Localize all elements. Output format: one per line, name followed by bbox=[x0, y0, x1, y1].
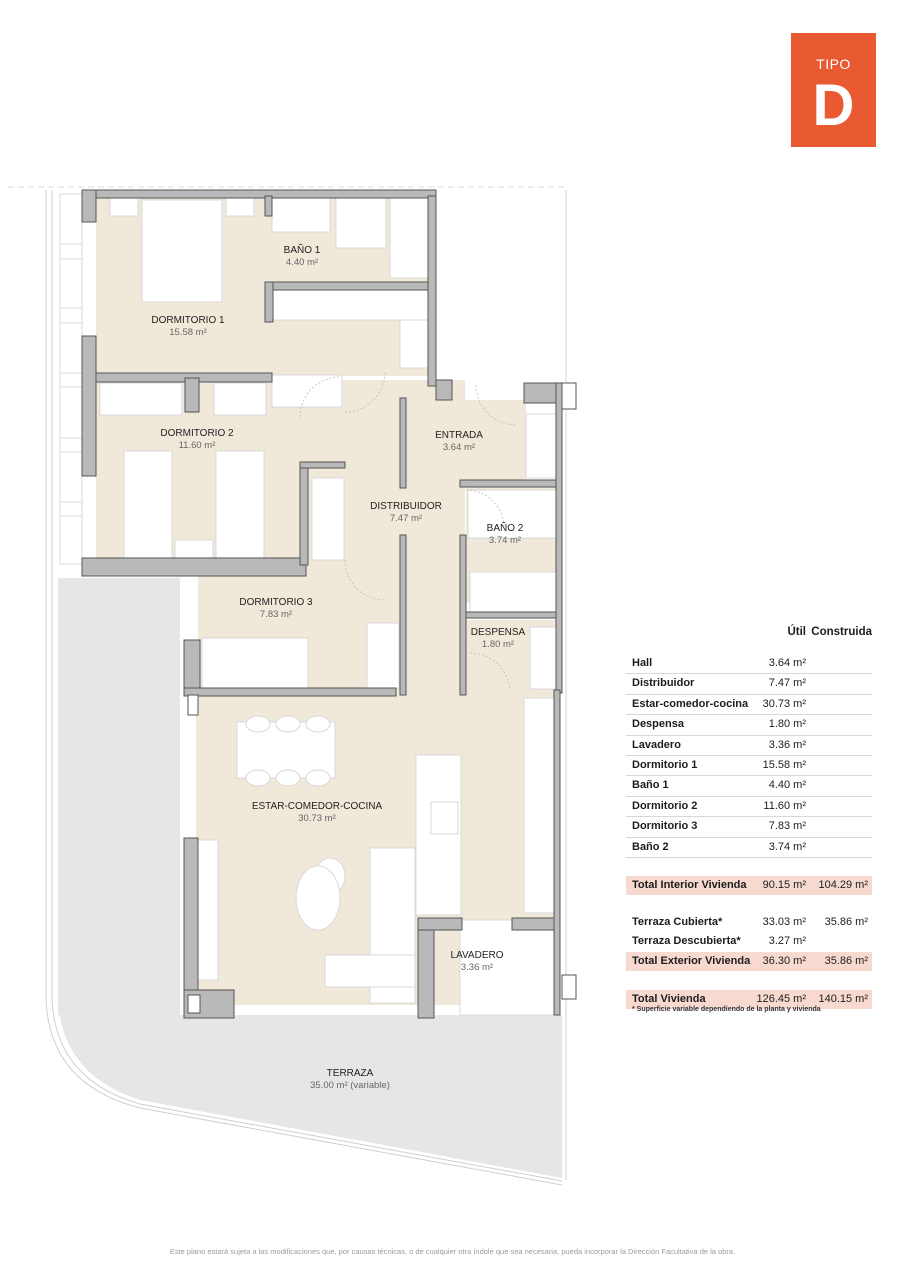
walls bbox=[81, 189, 563, 1019]
type-badge: TIPO D bbox=[791, 33, 876, 147]
terrace-area bbox=[58, 578, 562, 1178]
terraza-descubierta-row: Terraza Descubierta*3.27 m² bbox=[632, 935, 806, 948]
badge-label: TIPO bbox=[816, 56, 851, 72]
table-footnote: * Superficie variable dependiendo de la … bbox=[632, 1006, 821, 1013]
table-header: Útil Construida bbox=[626, 626, 872, 654]
header-construida: Construida bbox=[811, 626, 872, 638]
disclaimer-footer: Este plano estará sujeta a las modificac… bbox=[169, 1247, 736, 1256]
header-util: Útil bbox=[787, 626, 806, 638]
badge-letter: D bbox=[812, 73, 855, 138]
